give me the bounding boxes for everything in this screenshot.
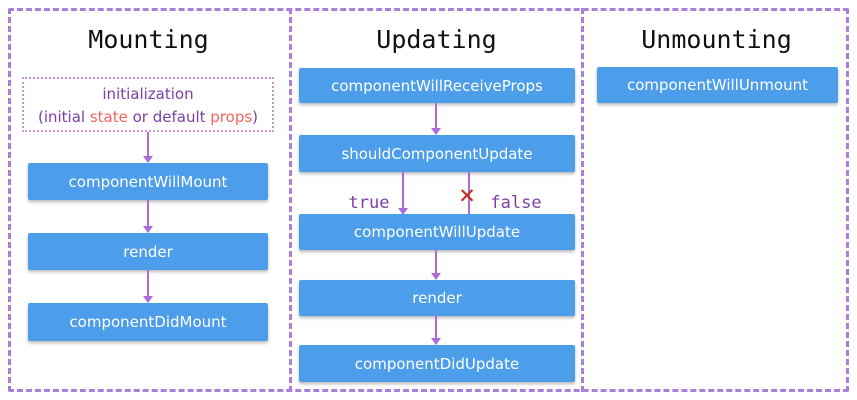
updating-column: Updating componentWillReceiveProps shoul…: [292, 8, 581, 392]
box-component-will-unmount: componentWillUnmount: [597, 67, 838, 103]
false-x-icon: ✕: [458, 184, 476, 208]
box-render-updating: render: [299, 280, 575, 316]
true-branch-label: true: [348, 193, 390, 213]
unmounting-column: Unmounting componentWillUnmount: [584, 8, 849, 392]
down-arrow-icon: [143, 270, 153, 303]
unmounting-title: Unmounting: [641, 25, 792, 54]
updating-title: Updating: [376, 25, 497, 54]
mounting-title: Mounting: [88, 25, 209, 54]
initialization-line1: initialization: [102, 85, 194, 103]
box-render-mounting: render: [28, 233, 268, 270]
down-arrow-icon: [431, 250, 441, 280]
mounting-column: Mounting initialization (initial state o…: [8, 8, 289, 392]
down-arrow-icon: [431, 316, 441, 345]
false-branch-label: false: [490, 193, 542, 213]
box-component-will-update: componentWillUpdate: [299, 214, 575, 250]
initialization-line2: (initial state or default props): [37, 108, 259, 126]
down-arrow-icon: [143, 132, 153, 163]
down-arrow-icon: [431, 103, 441, 135]
column-divider: [289, 8, 292, 392]
box-component-will-mount: componentWillMount: [28, 163, 268, 200]
box-component-did-update: componentDidUpdate: [299, 345, 575, 382]
initialization-box: initialization (initial state or default…: [22, 77, 274, 132]
column-divider: [581, 8, 584, 392]
box-should-component-update: shouldComponentUpdate: [299, 135, 575, 172]
box-component-will-receive-props: componentWillReceiveProps: [299, 68, 575, 103]
false-branch-line: [468, 172, 470, 215]
true-branch-arrow-icon: [398, 172, 408, 215]
lifecycle-diagram: Mounting initialization (initial state o…: [8, 8, 849, 392]
down-arrow-icon: [143, 200, 153, 233]
box-component-did-mount: componentDidMount: [28, 303, 268, 341]
